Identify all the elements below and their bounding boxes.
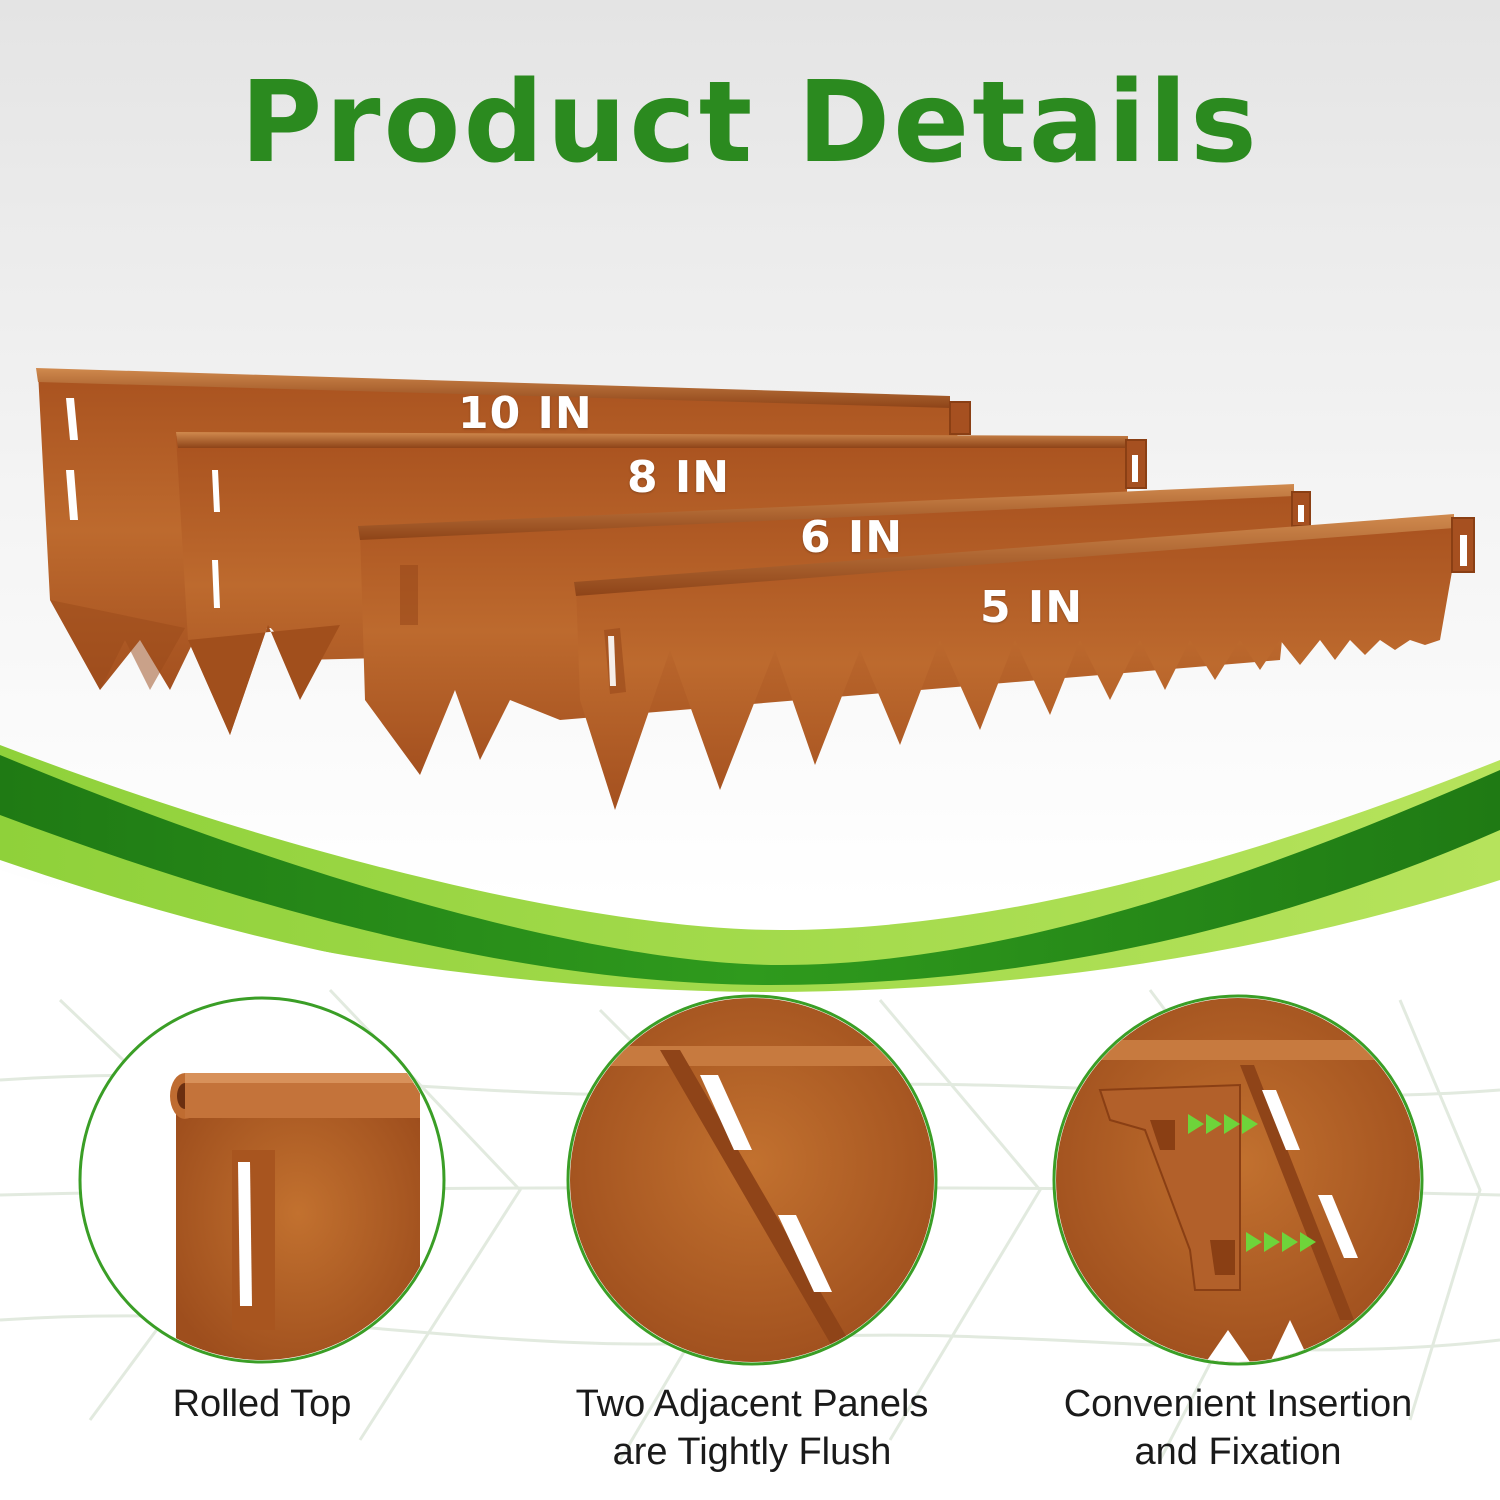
caption-adjacent-panels: Two Adjacent Panels are Tightly Flush — [512, 1380, 992, 1476]
rolled-top-circle — [78, 996, 446, 1364]
label-6in: 6 IN — [800, 512, 904, 563]
green-swoosh — [0, 755, 1500, 985]
arrow-lower-icon — [1246, 1232, 1316, 1252]
label-8in: 8 IN — [627, 452, 731, 503]
label-5in: 5 IN — [980, 582, 1084, 633]
arrow-upper-icon — [1188, 1114, 1258, 1134]
caption-line: Convenient Insertion — [1063, 1383, 1413, 1425]
page-title: Product Details — [240, 58, 1260, 188]
caption-line: Two Adjacent Panels — [575, 1383, 929, 1425]
caption-line: Rolled Top — [172, 1383, 352, 1425]
caption-line: are Tightly Flush — [612, 1431, 892, 1473]
adjacent-panels-circle — [566, 994, 938, 1366]
insertion-circle — [1052, 994, 1424, 1366]
caption-rolled-top-text: Rolled Top — [22, 1380, 502, 1428]
label-10in: 10 IN — [458, 388, 593, 439]
panel-5in — [574, 514, 1475, 810]
caption-line: and Fixation — [1134, 1431, 1342, 1473]
caption-insertion: Convenient Insertion and Fixation — [998, 1380, 1478, 1476]
